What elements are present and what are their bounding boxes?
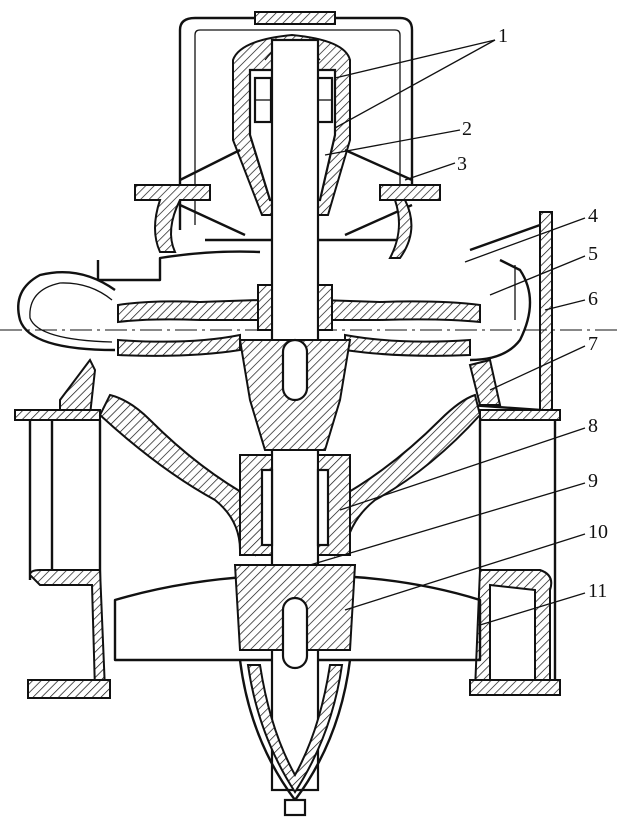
volute-casing [17,184,532,416]
label-1: 1 [498,25,508,47]
label-11: 11 [588,580,607,602]
label-9: 9 [588,470,598,492]
label-4: 4 [588,205,598,227]
label-10: 10 [588,521,608,543]
top-cover [178,11,414,230]
label-7: 7 [588,333,598,355]
leader-lines [309,39,586,626]
part-labels: 1 2 3 4 5 6 7 8 9 10 11 [457,25,608,602]
label-5: 5 [588,243,598,265]
shaft [233,38,357,817]
label-8: 8 [588,415,598,437]
label-3: 3 [457,153,467,175]
label-6: 6 [588,288,598,310]
label-2: 2 [462,118,472,140]
